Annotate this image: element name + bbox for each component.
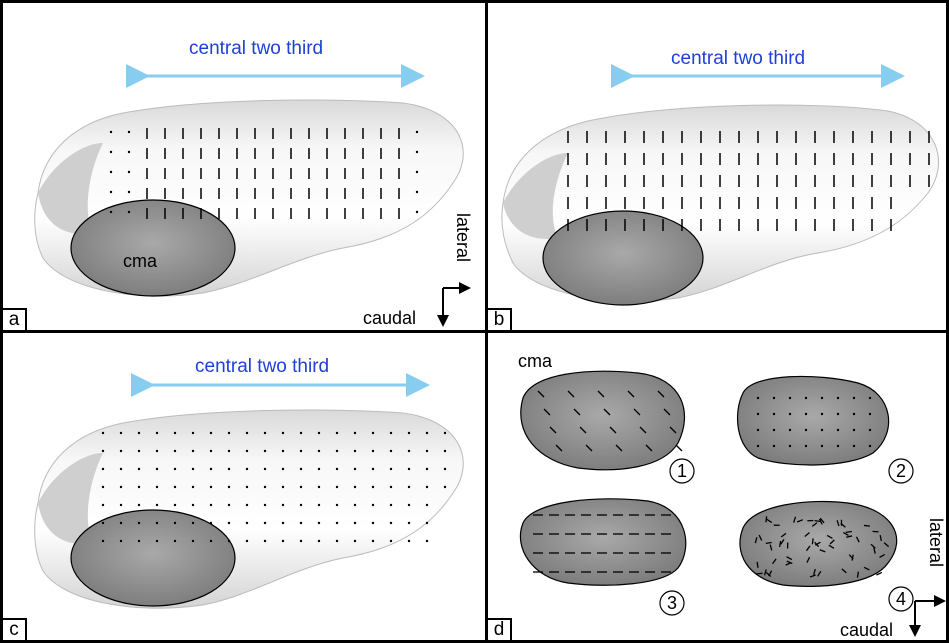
circle-number-2: 2 <box>896 461 907 481</box>
orientation-arrows <box>909 595 946 637</box>
cma-title: cma <box>518 351 553 371</box>
cma-variant-2 <box>737 375 890 466</box>
cma-label: cma <box>123 251 158 271</box>
central-two-third-label: central two third <box>195 356 330 377</box>
central-two-third-label: central two third <box>189 38 324 59</box>
panel-c-drawing <box>34 373 464 609</box>
circle-number-4: 4 <box>896 589 907 609</box>
circle-number-3: 3 <box>667 593 678 613</box>
caudal-label: caudal <box>363 308 417 328</box>
orientation-arrows <box>437 282 471 327</box>
panel-a: central two third cma lateral caudal a <box>0 0 488 333</box>
cma-variant-1 <box>520 370 686 471</box>
cma-region <box>70 509 236 607</box>
cma-region <box>542 210 704 306</box>
fiber-pattern-a <box>109 128 419 219</box>
lateral-label: lateral <box>453 213 473 263</box>
number-circles <box>659 458 914 616</box>
cma-variant-3 <box>519 498 687 586</box>
panel-tag-c: c <box>3 618 27 640</box>
panel-tag-a: a <box>3 308 27 330</box>
central-two-third-label: central two third <box>671 48 806 69</box>
panel-tag-b: b <box>488 308 512 330</box>
circle-number-1: 1 <box>677 461 688 481</box>
caudal-label: caudal <box>840 620 894 640</box>
panel-c: central two third c <box>0 330 488 643</box>
panel-b: central two third b <box>485 0 949 333</box>
fiber-pattern-d <box>533 390 890 578</box>
panel-a-drawing <box>34 64 471 327</box>
fiber-pattern-c <box>101 431 447 543</box>
fiber-pattern-b <box>567 131 930 231</box>
panel-tag-d: d <box>488 618 512 640</box>
panel-d: cma 1 2 3 4 lateral caudal d <box>485 330 949 643</box>
panel-d-drawing <box>519 370 946 637</box>
lateral-label: lateral <box>926 518 946 568</box>
panel-b-drawing <box>501 64 940 306</box>
lateral-fold <box>38 143 103 234</box>
cma-region <box>70 199 236 297</box>
